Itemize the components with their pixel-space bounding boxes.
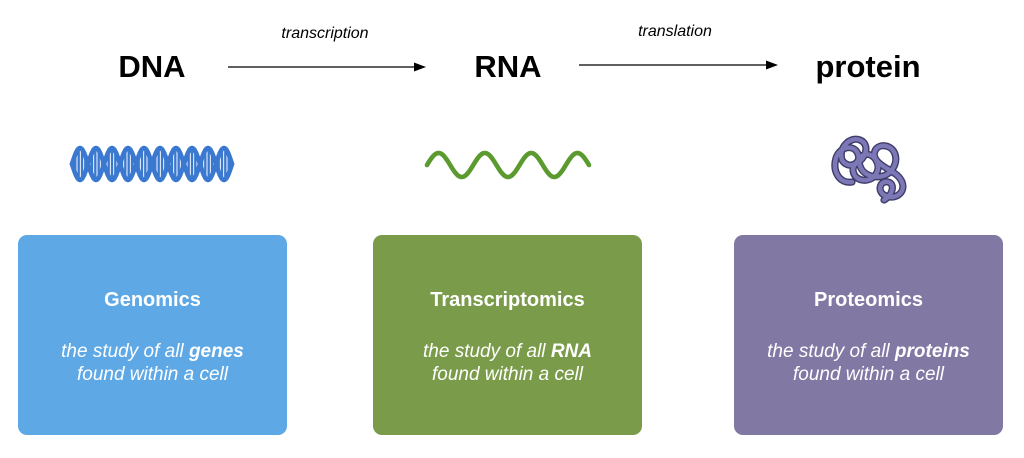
- genomics-description-line-1: the study of all genes: [18, 340, 287, 363]
- transcriptomics-description-line-2: found within a cell: [431, 364, 584, 385]
- genomics-card: Genomics the study of all genes found wi…: [18, 235, 287, 435]
- proteomics-card: Proteomics the study of all proteins fou…: [734, 235, 1003, 435]
- proteomics-description-line-1: the study of all proteins: [734, 340, 1003, 363]
- rna-label: RNA: [474, 49, 542, 84]
- translation-arrow: [579, 60, 778, 70]
- transcription-arrow: [228, 62, 426, 72]
- genomics-description-line-2: found within a cell: [76, 364, 229, 385]
- transcriptomics-desc-emphasis: RNA: [550, 341, 592, 362]
- rna-wave-icon: [424, 150, 592, 180]
- proteomics-description-line-2: found within a cell: [792, 364, 945, 385]
- translation-label: translation: [638, 23, 712, 40]
- protein-tangle-icon: [831, 135, 907, 204]
- transcriptomics-card: Transcriptomics the study of all RNA fou…: [373, 235, 642, 435]
- proteomics-desc-prefix: the study of all: [767, 341, 895, 362]
- genomics-title: Genomics: [104, 289, 201, 311]
- proteomics-desc-emphasis: proteins: [894, 341, 970, 362]
- genomics-desc-emphasis: genes: [188, 341, 244, 362]
- transcriptomics-desc-prefix: the study of all: [423, 341, 551, 362]
- protein-label: protein: [815, 49, 921, 84]
- proteomics-description: the study of all proteins found within a…: [734, 340, 1003, 386]
- transcriptomics-description: the study of all RNA found within a cell: [373, 340, 642, 386]
- genomics-description: the study of all genes found within a ce…: [18, 340, 287, 386]
- dna-label: DNA: [118, 49, 186, 84]
- proteomics-title: Proteomics: [814, 289, 923, 311]
- dna-double-helix-icon: [69, 145, 235, 183]
- transcription-label: transcription: [281, 25, 369, 42]
- transcriptomics-description-line-1: the study of all RNA: [373, 340, 642, 363]
- transcriptomics-title: Transcriptomics: [430, 289, 585, 311]
- genomics-desc-prefix: the study of all: [61, 341, 189, 362]
